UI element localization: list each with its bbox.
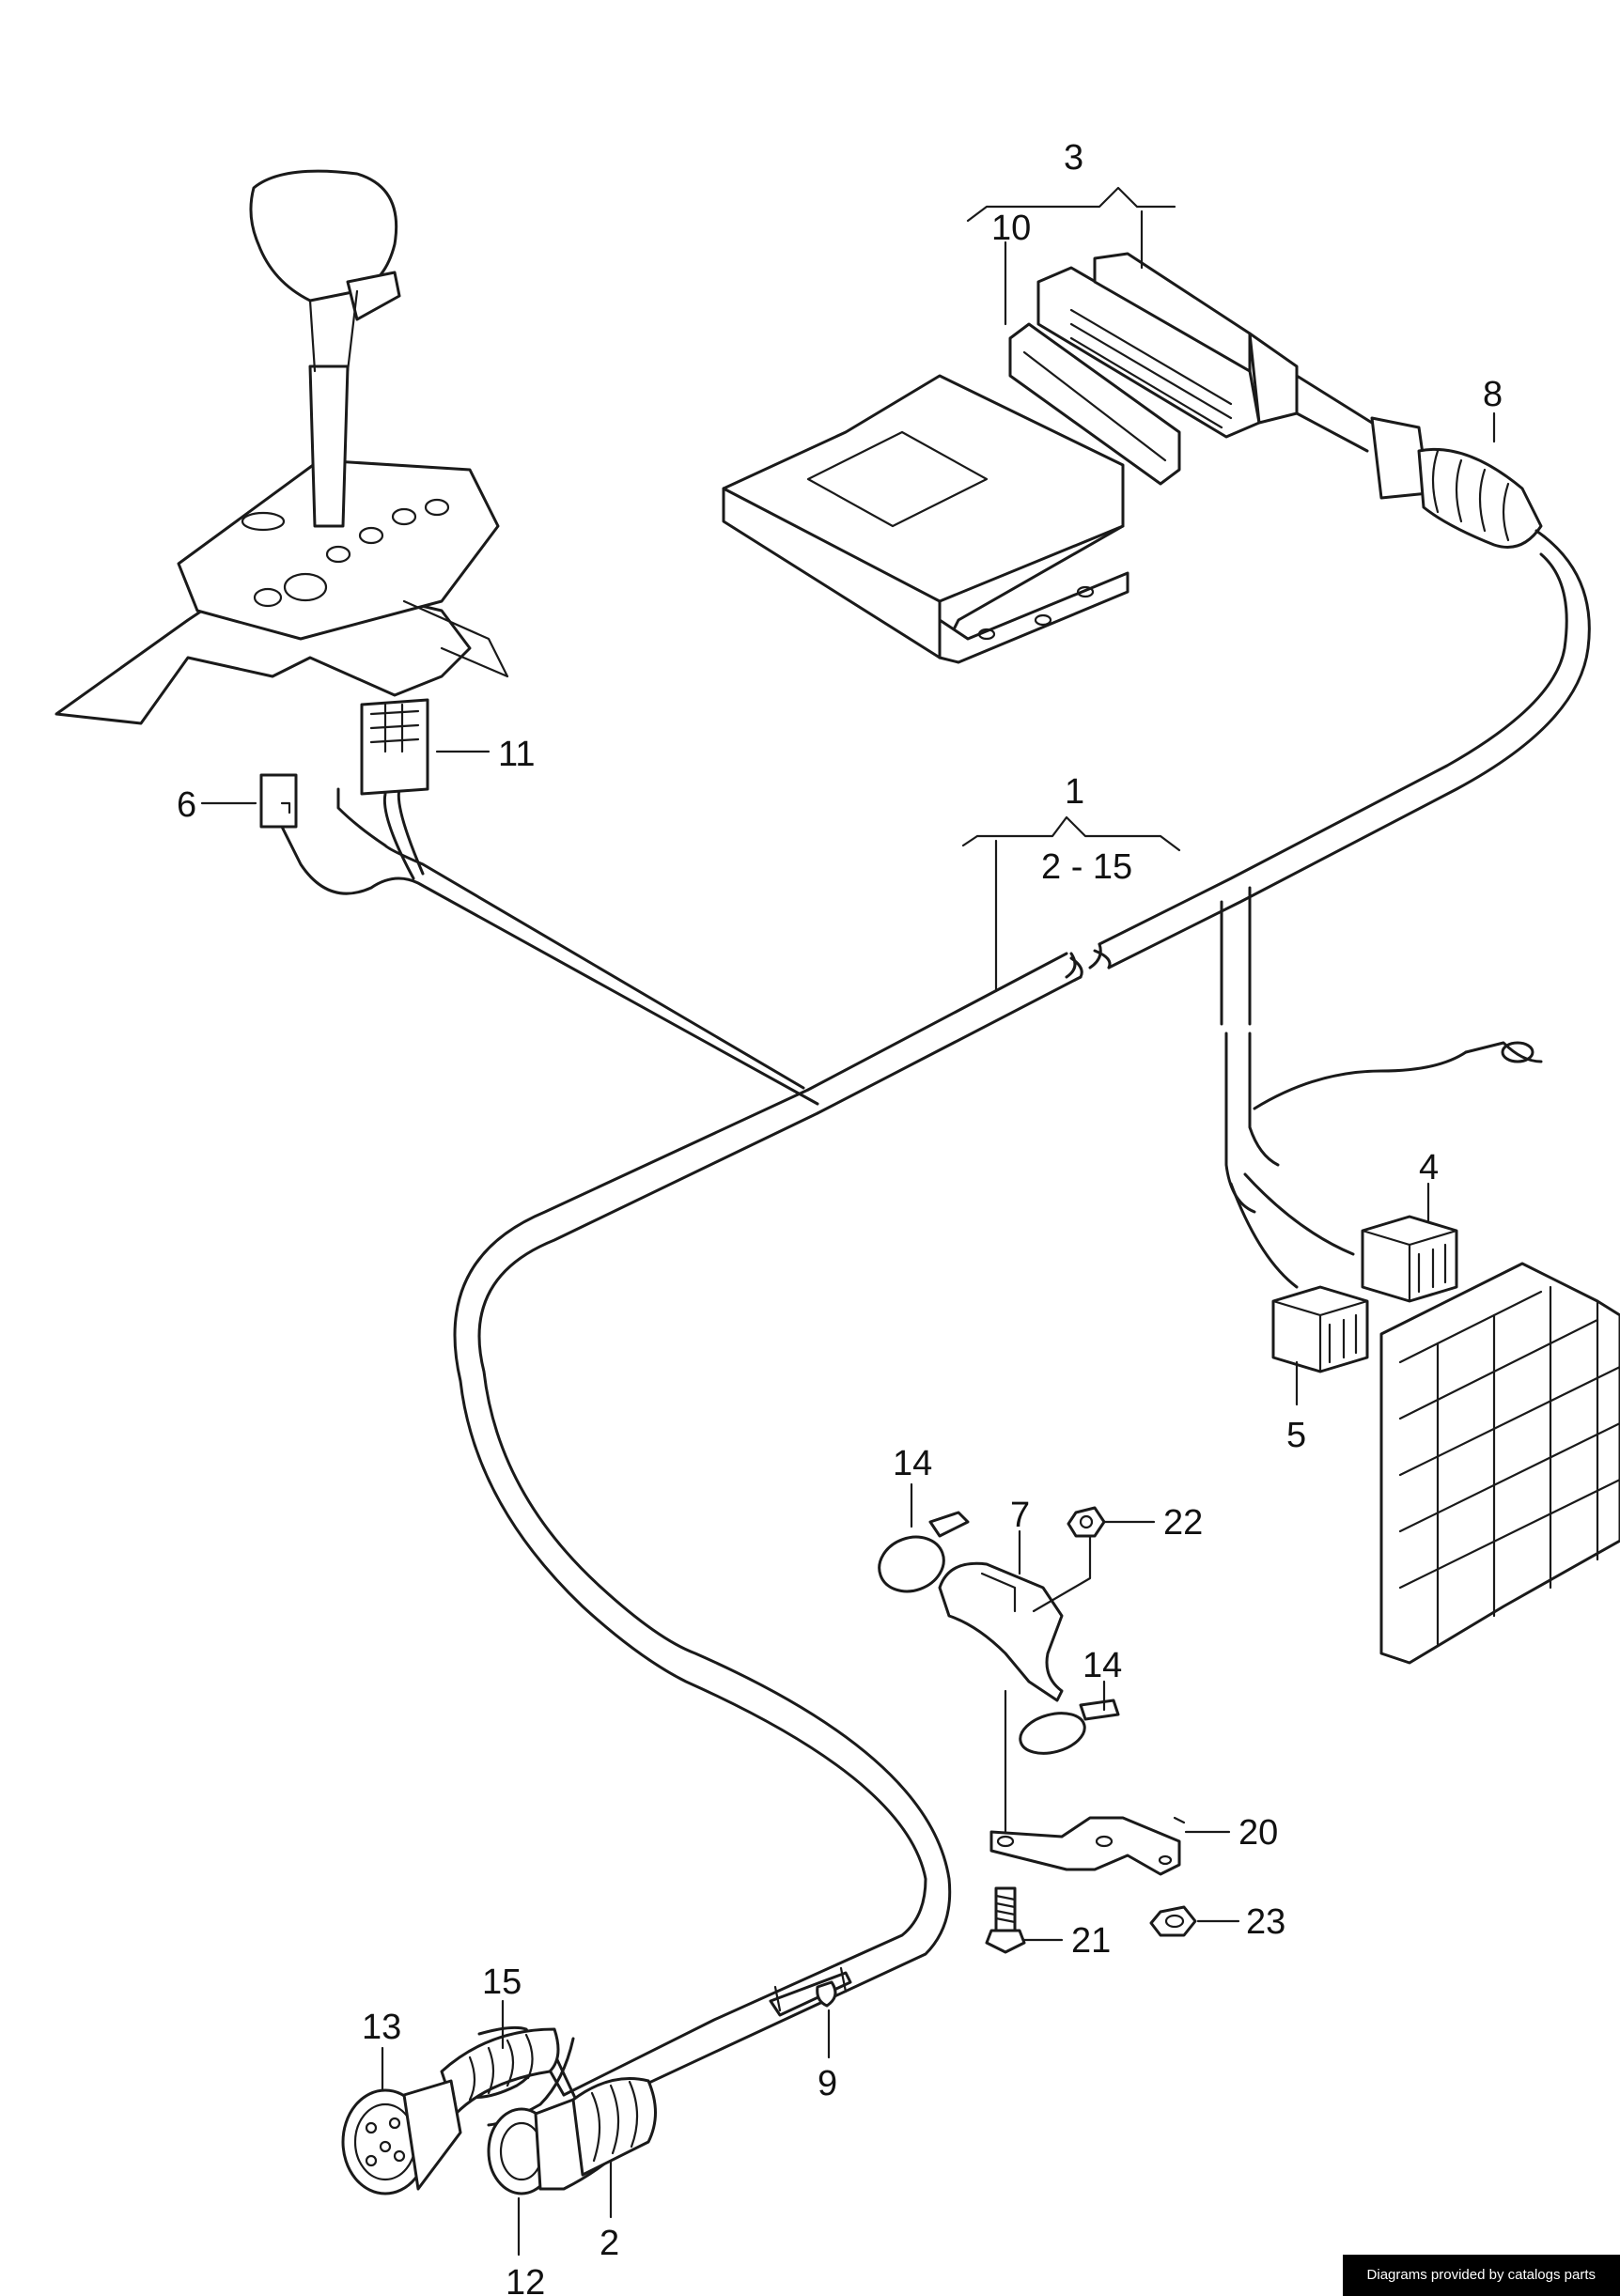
callout-3: 3 xyxy=(1064,138,1083,178)
round-connector-13 xyxy=(341,2079,462,2195)
callout-12: 12 xyxy=(506,2263,545,2296)
connector-4 xyxy=(1361,1215,1458,1303)
connector-6 xyxy=(259,773,298,829)
callout-6: 6 xyxy=(177,785,196,825)
callout-15: 15 xyxy=(482,1962,522,2002)
cable-connector-8 xyxy=(1295,374,1543,549)
callout-22: 22 xyxy=(1163,1503,1203,1543)
bracket-20 xyxy=(989,1689,1186,1876)
callout-labels: 1 2 - 15 2 3 4 5 6 7 8 9 10 11 12 13 14 … xyxy=(177,138,1503,2296)
callout-9: 9 xyxy=(818,2064,837,2103)
control-unit xyxy=(722,374,1129,664)
bolt-21 xyxy=(985,1886,1026,1954)
callout-21: 21 xyxy=(1071,1921,1111,1961)
callout-leaders xyxy=(200,186,1496,2257)
nut-22 xyxy=(1032,1506,1106,1613)
clip-9 xyxy=(769,1966,852,2017)
nut-23 xyxy=(1149,1905,1197,1937)
callout-1: 1 xyxy=(1065,772,1084,812)
callout-5: 5 xyxy=(1286,1416,1306,1455)
cable-tie-14-lower xyxy=(1019,1699,1120,1755)
callout-14a: 14 xyxy=(893,1444,932,1483)
callout-20: 20 xyxy=(1238,1813,1278,1853)
callout-4: 4 xyxy=(1419,1148,1439,1187)
callout-14b: 14 xyxy=(1083,1646,1122,1685)
callout-7: 7 xyxy=(1010,1496,1030,1535)
connector-11 xyxy=(360,698,429,796)
callout-23: 23 xyxy=(1246,1902,1285,1942)
multi-pin-connector-3 xyxy=(1036,252,1299,439)
gear-selector-assembly xyxy=(55,169,509,725)
main-harness-1 xyxy=(453,529,1591,2116)
connector-seal-10 xyxy=(1008,322,1181,486)
connector-5 xyxy=(1271,1285,1369,1373)
callout-11: 11 xyxy=(498,735,535,774)
callout-13: 13 xyxy=(362,2008,401,2047)
cable-tie-14-upper xyxy=(878,1511,970,1593)
holder-7 xyxy=(938,1561,1064,1702)
credit-footer: Diagrams provided by catalogs parts xyxy=(1342,2255,1620,2296)
corrugated-sleeve-15 xyxy=(440,2027,560,2116)
callout-10: 10 xyxy=(991,209,1031,248)
relay-carrier xyxy=(1379,1262,1620,1665)
callout-8: 8 xyxy=(1483,375,1503,414)
branch-cable-6-11 xyxy=(280,787,819,1106)
corrugated-sleeve-2 xyxy=(571,2077,657,2177)
callout-1-range: 2 - 15 xyxy=(1041,847,1132,887)
callout-2: 2 xyxy=(600,2224,619,2263)
